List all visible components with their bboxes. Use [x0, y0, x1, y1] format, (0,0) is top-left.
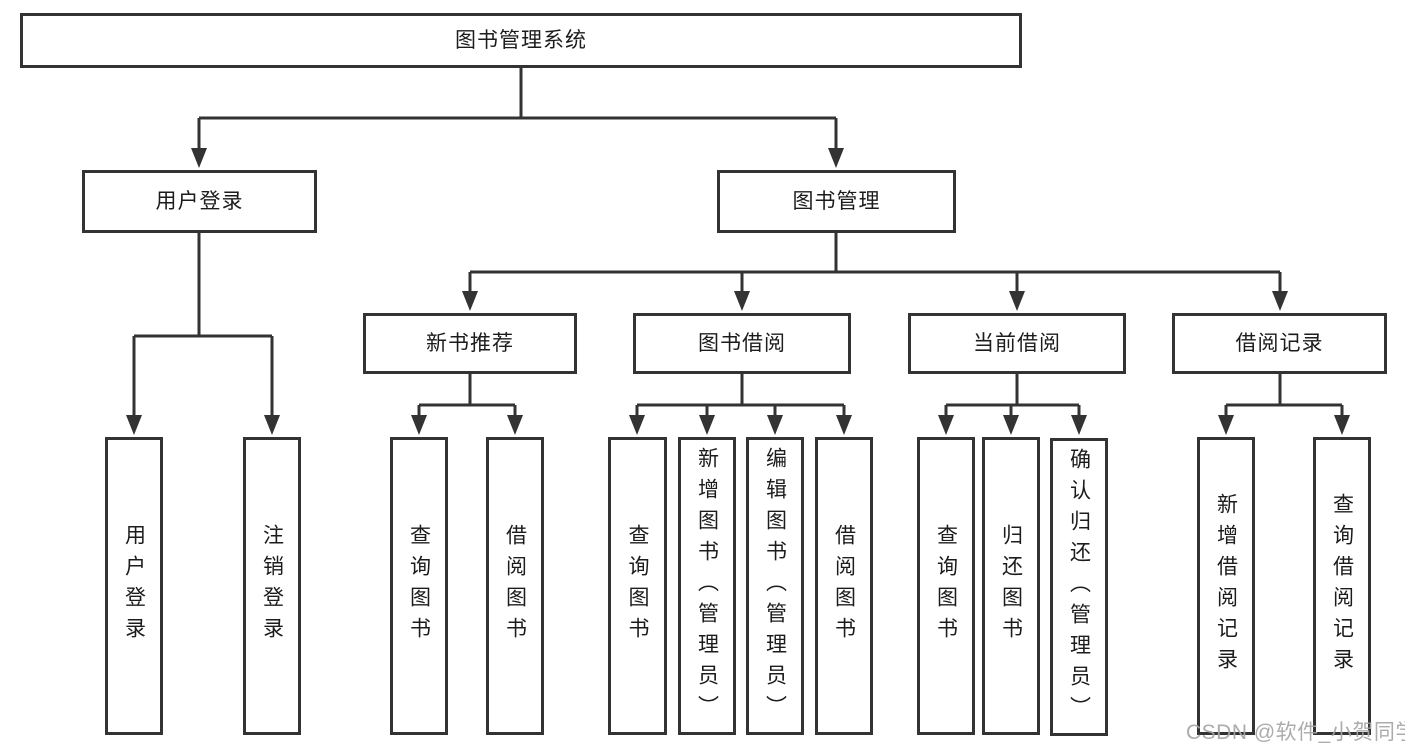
arrowhead	[1009, 291, 1025, 311]
node-query-books-borrow: 查询图书	[608, 437, 667, 735]
node-book-management: 图书管理	[717, 170, 956, 233]
node-add-book-admin: 新增图书（管理员）	[678, 437, 736, 735]
wire-user-login-children	[132, 233, 274, 417]
node-borrow-records: 借阅记录	[1172, 313, 1387, 374]
arrowhead	[836, 415, 852, 435]
arrowhead	[264, 415, 280, 435]
node-book-borrow: 图书借阅	[633, 313, 851, 374]
arrowhead	[191, 148, 207, 168]
node-edit-book-admin: 编辑图书（管理员）	[746, 437, 804, 735]
node-borrow-books-recommend: 借阅图书	[486, 437, 544, 735]
node-user-login-leaf: 用户登录	[105, 437, 163, 735]
wire-current-borrow-children	[944, 374, 1081, 417]
wire-borrow-records-children	[1224, 374, 1344, 417]
node-confirm-return-admin: 确认归还（管理员）	[1050, 438, 1108, 736]
wire-book-borrow-children	[635, 374, 846, 417]
arrowhead	[126, 415, 142, 435]
node-return-books: 归还图书	[982, 437, 1040, 735]
arrowhead	[699, 415, 715, 435]
wire-book-management-children	[468, 233, 1282, 293]
arrowhead	[1218, 415, 1234, 435]
arrowhead	[411, 415, 427, 435]
node-current-borrow: 当前借阅	[908, 313, 1126, 374]
arrowhead	[1272, 291, 1288, 311]
node-query-books-current: 查询图书	[917, 437, 975, 735]
node-query-borrow-record: 查询借阅记录	[1313, 437, 1371, 735]
node-borrow-books: 借阅图书	[815, 437, 873, 735]
csdn-watermark: CSDN @软件_小贺同学	[1186, 721, 1405, 744]
arrowhead	[629, 415, 645, 435]
arrowhead	[1071, 415, 1087, 435]
wire-new-book-recommend-children	[417, 374, 517, 417]
arrowhead	[507, 415, 523, 435]
node-query-books-recommend: 查询图书	[390, 437, 448, 735]
node-add-borrow-record: 新增借阅记录	[1197, 437, 1255, 735]
arrowhead	[462, 291, 478, 311]
arrowhead	[1003, 415, 1019, 435]
node-library-management-system: 图书管理系统	[20, 13, 1022, 68]
node-logout: 注销登录	[243, 437, 301, 735]
arrowhead	[1334, 415, 1350, 435]
arrowhead	[828, 148, 844, 168]
arrowhead	[938, 415, 954, 435]
wire-root-to-level1	[197, 68, 838, 150]
arrowhead	[767, 415, 783, 435]
arrowhead	[734, 291, 750, 311]
node-new-book-recommend: 新书推荐	[363, 313, 577, 374]
node-user-login: 用户登录	[82, 170, 317, 233]
